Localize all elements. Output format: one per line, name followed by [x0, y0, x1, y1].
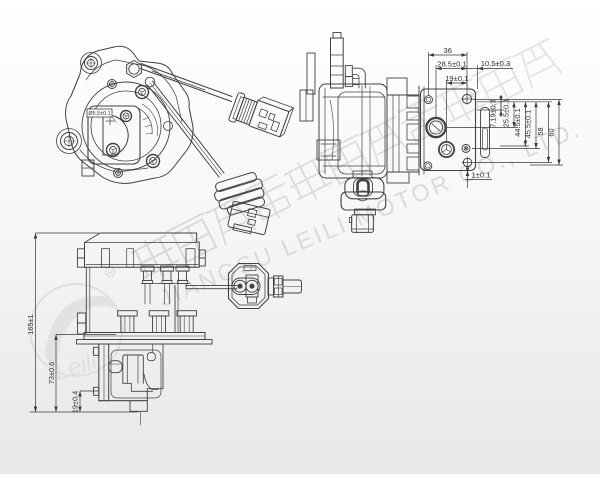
svg-text:Ø5.5±0.1: Ø5.5±0.1 [88, 111, 110, 117]
svg-text:44.5±0.1: 44.5±0.1 [513, 108, 522, 136]
svg-text:25.5±0.1: 25.5±0.1 [502, 99, 511, 127]
svg-text:10.5±0.3: 10.5±0.3 [481, 59, 511, 68]
svg-text:19±0.1: 19±0.1 [445, 74, 468, 83]
svg-text:58: 58 [536, 127, 545, 135]
svg-text:60: 60 [547, 128, 556, 136]
svg-text:73±0.6: 73±0.6 [47, 362, 56, 384]
svg-text:36: 36 [444, 46, 452, 55]
svg-text:45.5±0.1: 45.5±0.1 [524, 110, 533, 138]
svg-text:19±0.4: 19±0.4 [71, 391, 80, 413]
svg-text:1±0.1: 1±0.1 [472, 171, 491, 180]
svg-text:28.5±0.1: 28.5±0.1 [437, 60, 467, 69]
svg-text:7.19±0.3: 7.19±0.3 [489, 99, 498, 127]
svg-text:165±1: 165±1 [26, 314, 35, 334]
svg-text:R: R [108, 271, 113, 277]
